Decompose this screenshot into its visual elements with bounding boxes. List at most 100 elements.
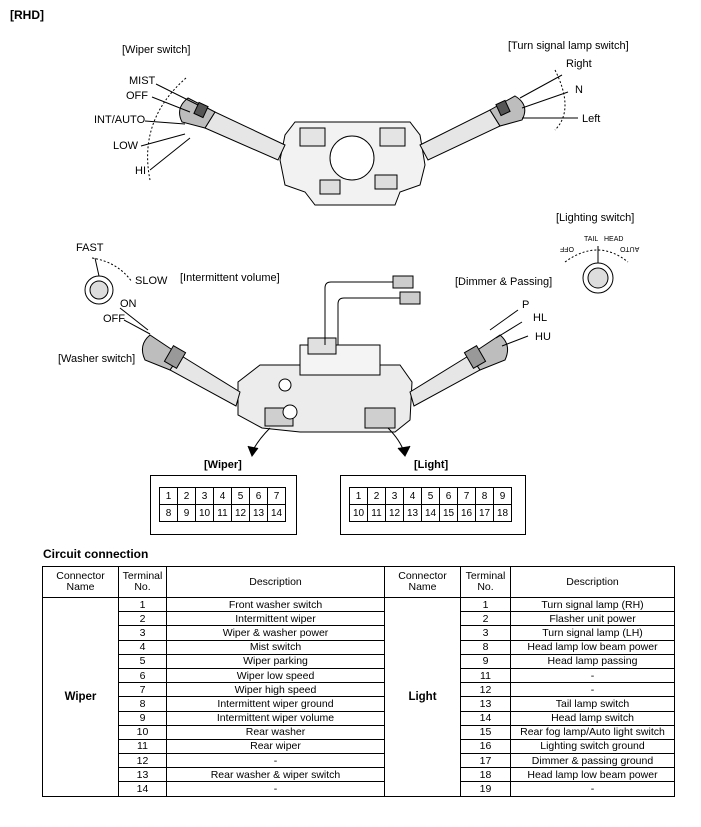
col-terminal-no: Terminal No. (118, 566, 167, 598)
connector-pin: 11 (367, 504, 386, 522)
light-terminal-no: 18 (460, 767, 511, 783)
turn-signal-title: [Turn signal lamp switch] (508, 40, 629, 52)
wiper-terminal-no: 1 (118, 596, 167, 613)
table-header-row: Connector Name Terminal No. Description … (42, 566, 675, 598)
wiper-terminal-no: 13 (118, 767, 167, 783)
connector-pin: 14 (421, 504, 440, 522)
light-terminal-no: 2 (460, 611, 511, 627)
wiper-terminal-desc: Intermittent wiper (166, 611, 385, 627)
table-row: 14-19- (43, 781, 675, 797)
light-terminal-desc: Turn signal lamp (RH) (510, 596, 675, 613)
col-description: Description (166, 566, 385, 598)
light-terminal-no: 8 (460, 639, 511, 655)
wiper-terminal-desc: Intermittent wiper ground (166, 696, 385, 712)
wiper-terminal-desc: Wiper low speed (166, 667, 385, 684)
int-volume-pos-fast: FAST (76, 242, 104, 254)
switch-assembly-diagram (84, 69, 629, 458)
connector-pin: 18 (493, 504, 512, 522)
col-description: Description (510, 566, 675, 598)
wiper-terminal-desc: Wiper & washer power (166, 625, 385, 641)
lighting-pos-off: OFF (560, 245, 574, 252)
turn-pos-right: Right (566, 58, 592, 70)
connector-pin: 7 (457, 487, 476, 505)
light-terminal-no: 9 (460, 653, 511, 669)
connector-pin: 12 (231, 504, 250, 522)
connector-pin: 1 (159, 487, 178, 505)
dimmer-pos-hu: HU (535, 331, 551, 343)
dimmer-pos-hl: HL (533, 312, 548, 324)
washer-pos-off: OFF (103, 313, 125, 325)
connector-pin: 11 (213, 504, 232, 522)
lighting-pos-head: HEAD (604, 236, 624, 243)
intermittent-volume-title: [Intermittent volume] (180, 272, 280, 284)
wiper-pos-mist: MIST (129, 75, 156, 87)
circuit-title: Circuit connection (43, 547, 149, 561)
connector-pin: 6 (439, 487, 458, 505)
connector-pin: 8 (159, 504, 178, 522)
light-terminal-desc: Rear fog lamp/Auto light switch (510, 724, 675, 740)
col-terminal-no: Terminal No. (460, 566, 511, 598)
connector-pin: 10 (195, 504, 214, 522)
wiper-terminal-no: 7 (118, 682, 167, 698)
light-terminal-desc: Flasher unit power (510, 611, 675, 627)
connector-pin: 6 (249, 487, 268, 505)
light-terminal-desc: - (510, 667, 675, 684)
light-terminal-desc: Head lamp switch (510, 710, 675, 726)
connector-pin: 12 (385, 504, 404, 522)
connector-pin: 3 (195, 487, 214, 505)
wiper-pos-hi: HI (135, 165, 146, 177)
wiper-terminal-no: 8 (118, 696, 167, 712)
connector-pin: 17 (475, 504, 494, 522)
connector-pin: 15 (439, 504, 458, 522)
dimmer-pos-p: P (522, 299, 530, 311)
wiper-terminal-no: 6 (118, 667, 167, 684)
light-terminal-no: 19 (460, 781, 511, 797)
light-terminal-desc: - (510, 781, 675, 797)
light-terminal-no: 1 (460, 596, 511, 613)
wiper-terminal-desc: Intermittent wiper volume (166, 710, 385, 726)
wiper-terminal-no: 4 (118, 639, 167, 655)
wiper-terminal-no: 3 (118, 625, 167, 641)
wiper-connector (150, 475, 297, 535)
connector-pin: 3 (385, 487, 404, 505)
wiper-terminal-no: 12 (118, 753, 167, 769)
connector-pin: 10 (349, 504, 368, 522)
wiper-terminal-desc: - (166, 753, 385, 769)
wiper-terminal-desc: Rear washer (166, 724, 385, 740)
light-terminal-desc: Tail lamp switch (510, 696, 675, 712)
connector-pin: 4 (403, 487, 422, 505)
light-connector-name: Light (384, 597, 461, 797)
light-terminal-desc: Turn signal lamp (LH) (510, 625, 675, 641)
wiper-terminal-no: 10 (118, 724, 167, 740)
connector-pin: 13 (249, 504, 268, 522)
wiper-pos-off: OFF (126, 90, 148, 102)
wiper-terminal-desc: Front washer switch (166, 596, 385, 613)
circuit-connection-table: Connector Name Terminal No. Description … (42, 566, 675, 797)
wiper-connector-title: [Wiper] (204, 459, 242, 471)
connector-pin: 2 (177, 487, 196, 505)
wiper-terminal-no: 5 (118, 653, 167, 669)
connector-pin: 13 (403, 504, 422, 522)
light-terminal-no: 17 (460, 753, 511, 769)
intermittent-volume-knob (84, 257, 133, 305)
lighting-pos-tail: TAIL (584, 236, 599, 243)
turn-pos-n: N (575, 84, 583, 96)
light-terminal-desc: Dimmer & passing ground (510, 753, 675, 769)
wiper-terminal-no: 11 (118, 738, 167, 755)
light-terminal-no: 13 (460, 696, 511, 712)
light-connector (340, 475, 526, 535)
lighting-switch-title: [Lighting switch] (556, 212, 635, 224)
light-terminal-desc: Lighting switch ground (510, 738, 675, 755)
wiper-switch-title: [Wiper switch] (122, 44, 191, 56)
wiper-terminal-no: 9 (118, 710, 167, 726)
wiper-pos-int-auto: INT/AUTO (94, 114, 146, 126)
